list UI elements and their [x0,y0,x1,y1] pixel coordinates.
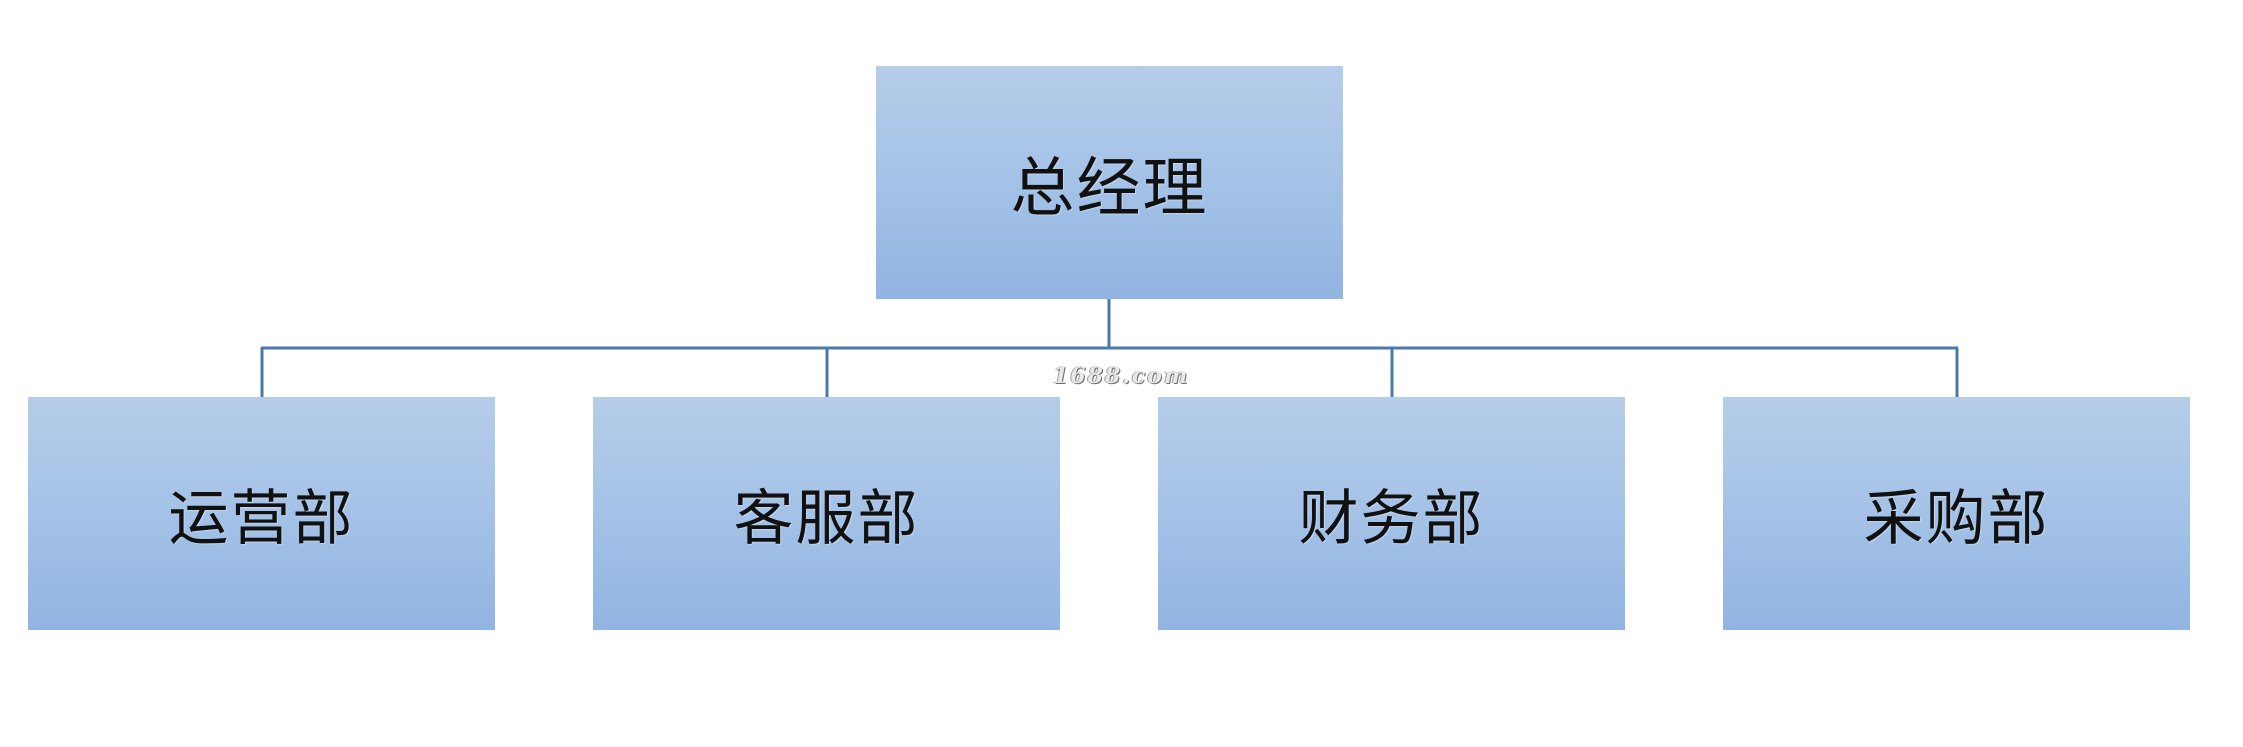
node-operations: 运营部 [28,397,495,630]
node-label: 采购部 [1863,484,2050,554]
node-label: 客服部 [733,484,920,554]
node-purchasing: 采购部 [1723,397,2190,630]
node-label: 财务部 [1298,484,1485,554]
node-label: 运营部 [168,484,355,554]
node-general-manager: 总经理 [876,66,1343,299]
node-finance: 财务部 [1158,397,1625,630]
node-customer-service: 客服部 [593,397,1060,630]
node-label: 总经理 [1010,151,1209,226]
watermark: 1688.com [1053,363,1190,389]
